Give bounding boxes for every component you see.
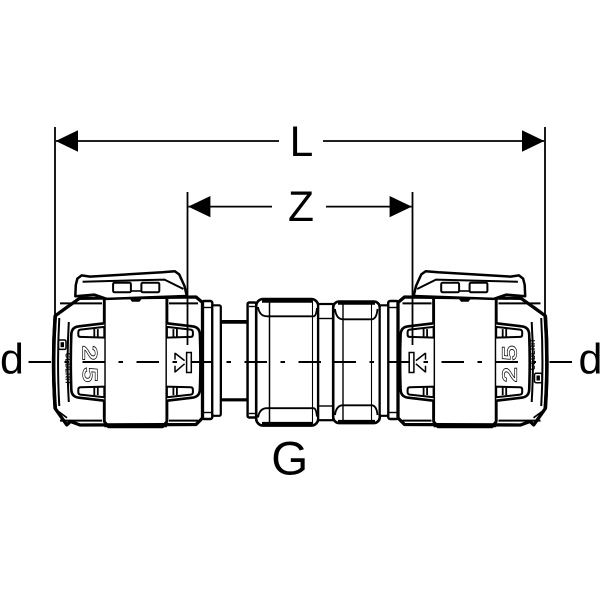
svg-text:5: 5 <box>78 367 101 382</box>
svg-text:Z: Z <box>288 184 314 231</box>
svg-text:2: 2 <box>78 345 101 360</box>
svg-text:2: 2 <box>499 367 522 382</box>
svg-text:d: d <box>0 336 24 384</box>
svg-text:d: d <box>579 336 600 384</box>
svg-text:GEBERIT: GEBERIT <box>64 353 71 385</box>
svg-text:GEBERIT: GEBERIT <box>530 338 537 370</box>
svg-text:G: G <box>271 432 308 485</box>
svg-text:L: L <box>290 119 314 166</box>
svg-text:5: 5 <box>499 345 522 360</box>
